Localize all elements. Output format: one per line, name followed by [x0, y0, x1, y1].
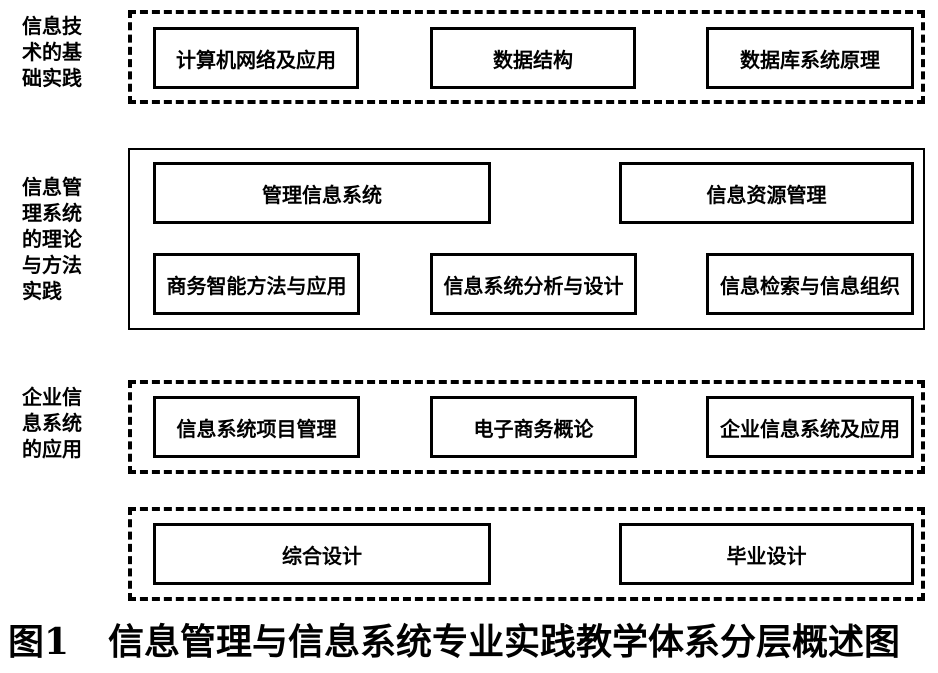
row3-group — [128, 380, 925, 474]
box-enterprise-is: 企业信息系统及应用 — [706, 396, 914, 458]
box-database-principles: 数据库系统原理 — [706, 27, 914, 89]
box-comprehensive-design: 综合设计 — [153, 523, 491, 585]
row1-group — [128, 10, 925, 104]
figure-number: 图1 — [8, 621, 70, 663]
row2-label: 信息管 理系统 的理论 与方法 实践 — [22, 175, 82, 303]
box-ecommerce: 电子商务概论 — [430, 396, 637, 458]
figure-caption: 图1 信息管理与信息系统专业实践教学体系分层概述图 — [0, 614, 938, 670]
box-business-intelligence: 商务智能方法与应用 — [153, 253, 360, 315]
box-is-project-mgmt: 信息系统项目管理 — [153, 396, 360, 458]
row1-label: 信息技 术的基 础实践 — [22, 14, 82, 90]
box-system-analysis-design: 信息系统分析与设计 — [430, 253, 637, 315]
figure-title: 信息管理与信息系统专业实践教学体系分层概述图 — [108, 621, 901, 663]
box-info-retrieval: 信息检索与信息组织 — [706, 253, 914, 315]
box-computer-network: 计算机网络及应用 — [153, 27, 359, 89]
box-data-structure: 数据结构 — [430, 27, 636, 89]
row2-group — [128, 148, 925, 330]
box-graduation-design: 毕业设计 — [619, 523, 914, 585]
row3-label: 企业信 息系统 的应用 — [22, 385, 82, 461]
row4-group — [128, 507, 925, 601]
box-info-resource-mgmt: 信息资源管理 — [619, 162, 914, 224]
box-mis: 管理信息系统 — [153, 162, 491, 224]
